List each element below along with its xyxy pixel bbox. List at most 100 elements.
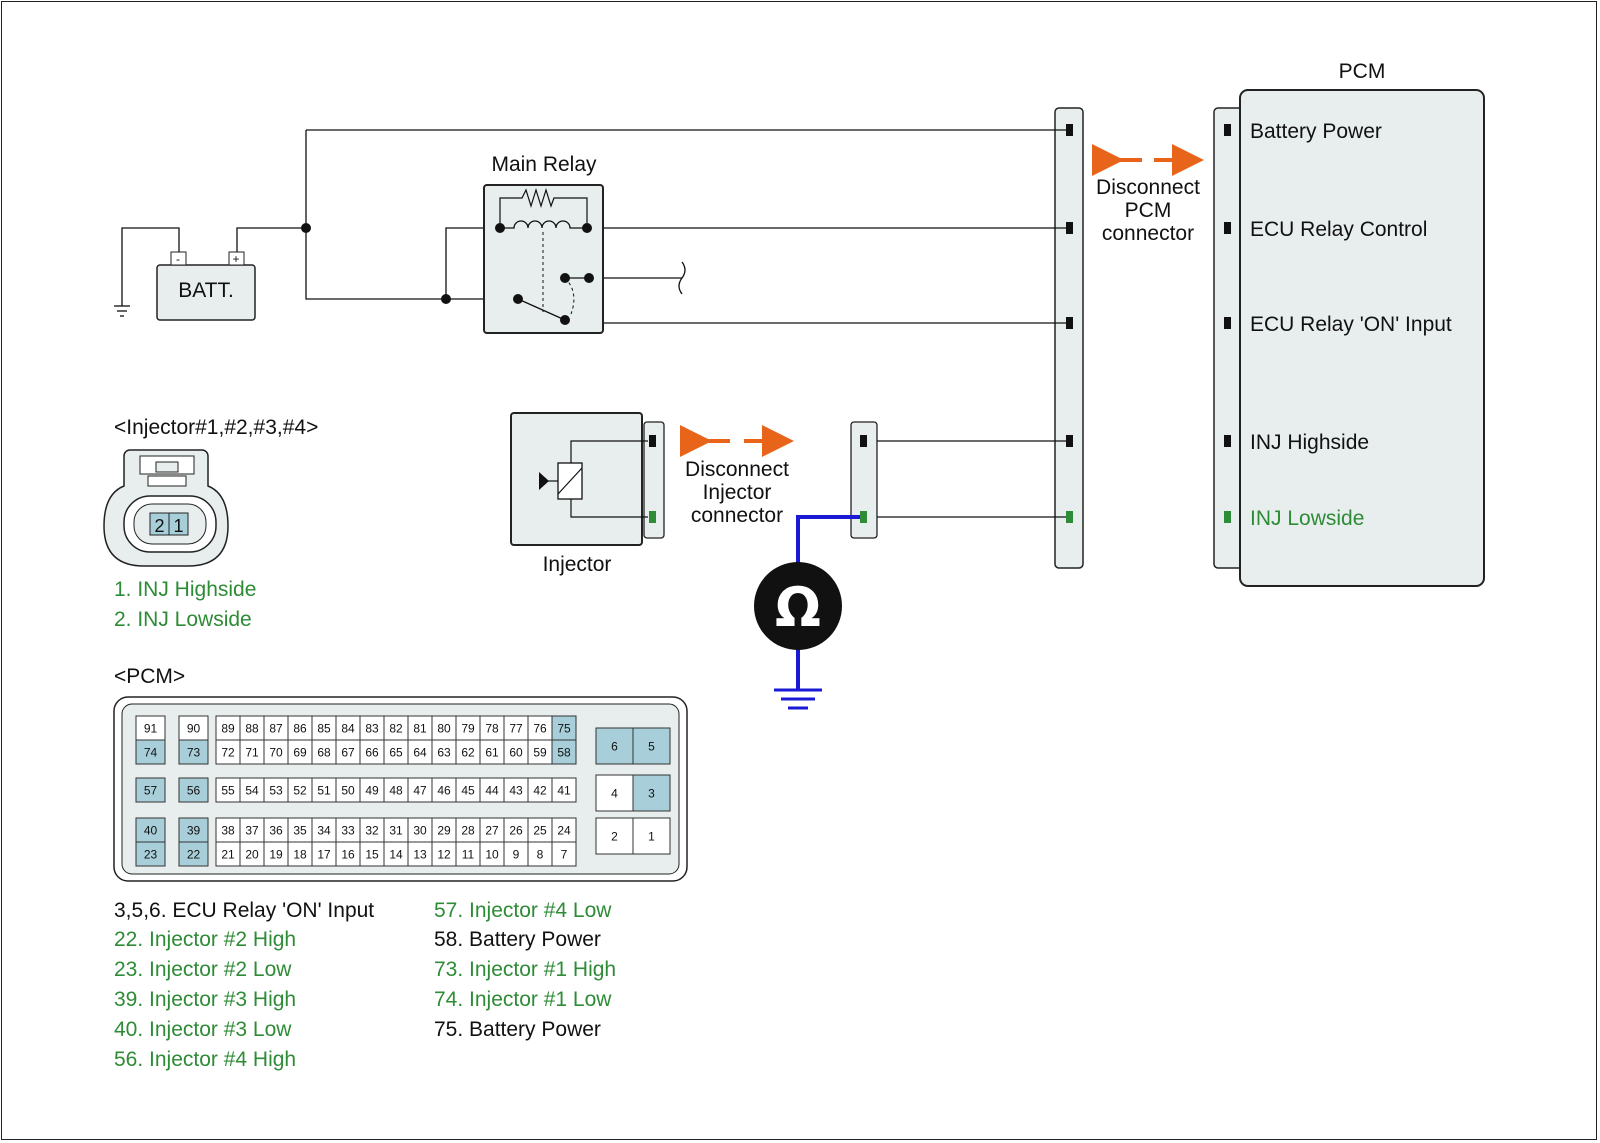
pcm-pin-number: 54 (245, 784, 259, 798)
pcm-pin-number: 35 (293, 824, 307, 838)
battery: - + BATT. (156, 251, 256, 321)
pcm-pin-cell (527, 841, 553, 867)
pcm-pin-number: 73 (187, 746, 201, 760)
ohmmeter: Ω (754, 515, 860, 710)
pcm-pin-number: 65 (389, 746, 403, 760)
pcm-pin-number: 87 (269, 722, 283, 736)
pcm-pin-number: 61 (485, 746, 499, 760)
injector-valve-icon (539, 472, 549, 490)
pcm-pin-number: 49 (365, 784, 379, 798)
pcm-pin-number: 9 (513, 848, 520, 862)
pcm-pin-cell (407, 817, 433, 843)
pcm-pin-cell (178, 817, 209, 843)
pcm-pin-number: 19 (269, 848, 283, 862)
pcm-pin-cell (239, 841, 265, 867)
pcm-pin-number: 34 (317, 824, 331, 838)
harness-pin (1066, 222, 1073, 234)
pcm-pin-number: 23 (144, 848, 158, 862)
pcm-pin-cell (479, 777, 505, 803)
pcm-pin-number: 55 (221, 784, 235, 798)
pcm-pin-cell (431, 777, 457, 803)
pcm-pin-number: 48 (389, 784, 403, 798)
pcm-pin-cell (407, 739, 433, 765)
pcm-pin-number: 6 (611, 740, 618, 754)
pcm-pin-cell (178, 777, 209, 803)
injector-label: Injector (543, 553, 612, 576)
pin-legend-item: 40. Injector #3 Low (114, 1018, 292, 1041)
injector-pin-number: 1 (173, 516, 183, 536)
pcm-pin-battery-power: Battery Power (1224, 120, 1382, 143)
pcm-pin-cell (383, 817, 409, 843)
pcm-pin-cell (178, 739, 209, 765)
pcm-power-pin-cell (595, 817, 634, 855)
pcm-pin-cell (263, 841, 289, 867)
pin-legend-item: 58. Battery Power (434, 928, 601, 951)
pcm-pin-label: ECU Relay Control (1250, 218, 1427, 241)
disconnect-injector-line1: Disconnect (685, 458, 789, 481)
pcm-pin-number: 70 (269, 746, 283, 760)
pcm-pin-number: 40 (144, 824, 158, 838)
pcm-pin-cell (135, 817, 166, 843)
pcm-pin-cell (551, 739, 577, 765)
pcm-pin-number: 13 (413, 848, 427, 862)
pin-legend-item: 57. Injector #4 Low (434, 899, 612, 922)
pin-legend-item: 3,5,6. ECU Relay 'ON' Input (114, 899, 374, 922)
pcm-pin-number: 74 (144, 746, 158, 760)
pcm-pin-number: 88 (245, 722, 259, 736)
pcm-pin-number: 52 (293, 784, 307, 798)
pcm-pin-number: 14 (389, 848, 403, 862)
pcm-pin-number: 17 (317, 848, 331, 862)
battery-minus-sign: - (176, 252, 180, 266)
pcm-pin-number: 15 (365, 848, 379, 862)
pcm-power-pin-cell (595, 774, 634, 812)
pcm-pin-cell (263, 715, 289, 741)
injector-connector-face: 2 1 (103, 449, 229, 567)
pcm-pin-cell (135, 777, 166, 803)
pcm-pin-number: 38 (221, 824, 235, 838)
pcm-power-pin-cell (632, 817, 671, 855)
harness-pin (1066, 435, 1073, 447)
disconnect-injector-line2: Injector (703, 481, 772, 504)
pcm-pin-ecu-relay-on-input: ECU Relay 'ON' Input (1224, 313, 1452, 336)
pcm-pin-number: 7 (561, 848, 568, 862)
pcm-pin-cell (407, 777, 433, 803)
pcm-pin-cell (239, 739, 265, 765)
pcm-pin-cell (527, 715, 553, 741)
pcm-pin-number: 76 (533, 722, 547, 736)
pcm-pin-cell (359, 715, 385, 741)
pcm-pin-cell (239, 715, 265, 741)
harness-pin (1066, 511, 1073, 523)
disconnect-injector-line3: connector (691, 504, 783, 527)
pin-legend-item: 74. Injector #1 Low (434, 988, 612, 1011)
pcm-pin-cell (503, 777, 529, 803)
ground-icon (114, 305, 130, 317)
junction-dots (301, 223, 451, 304)
pcm-pin-number: 26 (509, 824, 523, 838)
pcm-pin-number: 3 (648, 787, 655, 801)
pcm-pin-cell (311, 777, 337, 803)
pin-legend-item: 73. Injector #1 High (434, 958, 616, 981)
pin-legend-item: 23. Injector #2 Low (114, 958, 292, 981)
pcm-pin-number: 45 (461, 784, 475, 798)
pcm-pin-label: INJ Highside (1250, 431, 1369, 454)
pcm-pin-number: 18 (293, 848, 307, 862)
injector-connector-title: <Injector#1,#2,#3,#4> (114, 416, 318, 439)
injector-legend-item: 1. INJ Highside (114, 578, 256, 601)
pcm-pin-cell (178, 841, 209, 867)
pin-legend-item: 22. Injector #2 High (114, 928, 296, 951)
pcm-power-pin-cell (632, 727, 671, 765)
battery-label: BATT. (178, 279, 234, 302)
harness-pin (1066, 124, 1073, 136)
disconnect-pcm-annotation: Disconnect PCM connector (1092, 144, 1204, 245)
pcm-pin-number: 59 (533, 746, 547, 760)
pcm-pin-cell (287, 817, 313, 843)
battery-plus-sign: + (232, 252, 239, 266)
pcm-pin-number: 86 (293, 722, 307, 736)
pcm-pin-number: 11 (462, 848, 475, 862)
pcm-pin-cell (263, 777, 289, 803)
pcm-pin-cell (215, 817, 241, 843)
pcm-pin-cell (135, 841, 166, 867)
pcm-pin-number: 30 (413, 824, 427, 838)
